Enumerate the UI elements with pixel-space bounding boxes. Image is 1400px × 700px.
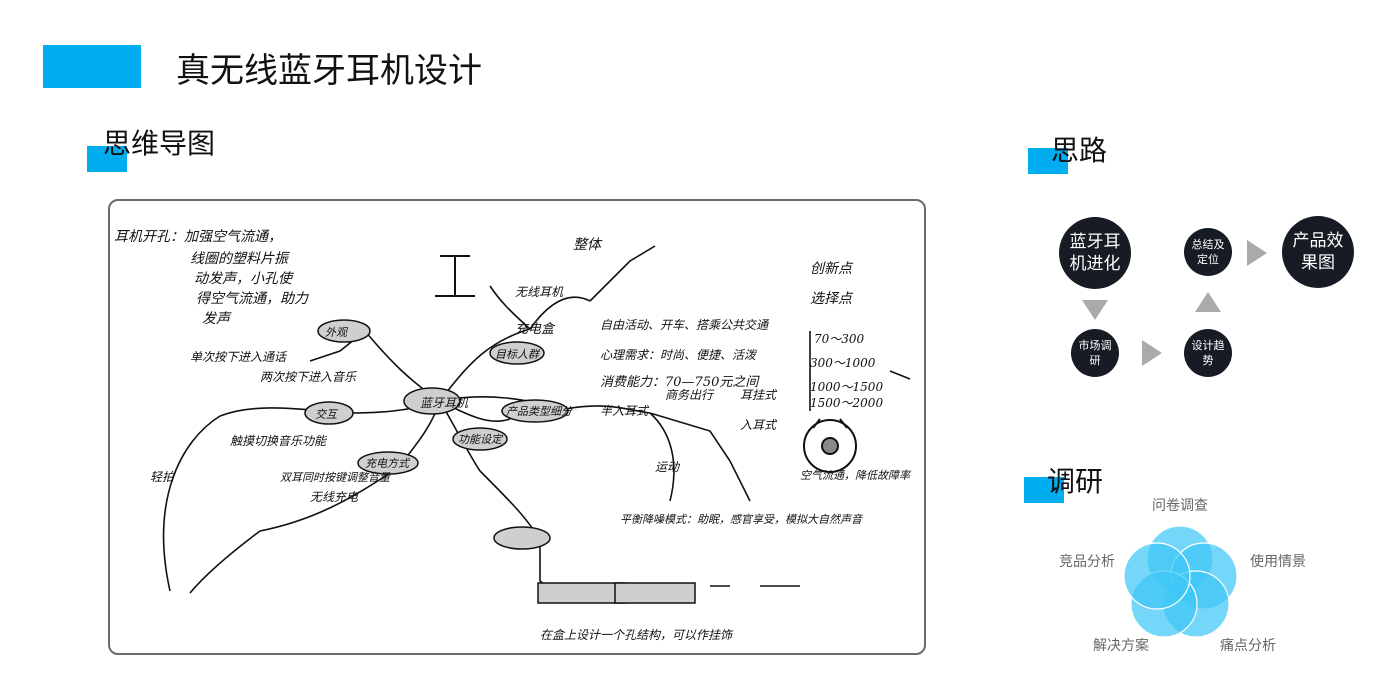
mindmap-note-ear-hole-3: 动发声，小孔使: [194, 271, 295, 287]
mindmap-note-charge: 充电盒: [515, 322, 556, 337]
mindmap-note-wireless: 无线耳机: [515, 285, 564, 299]
mindmap-note-range3: 1000～1500: [810, 380, 883, 394]
mindmap-sketch: 耳机开孔：加强空气流通， 线圈的塑料片振 动发声，小孔使 得空气流通，助力 发声…: [108, 199, 926, 655]
arrow-down-icon: [1082, 300, 1108, 320]
venn-label-competitor: 竞品分析: [1059, 551, 1115, 571]
page-title: 真无线蓝牙耳机设计: [176, 48, 482, 94]
mindmap-note-bottom: 在盒上设计一个孔结构，可以作挂饰: [540, 628, 734, 642]
mindmap-note-ear-hole-1: 耳机开孔：加强空气流通，: [114, 229, 282, 245]
flow-node-summary: 总结及定位: [1184, 228, 1232, 276]
mindmap-note-semi-in: 半入耳式: [600, 404, 650, 418]
mindmap-node-charge-mode: 充电方式: [365, 457, 411, 470]
mindmap-node-product-type: 产品类型细分: [506, 405, 573, 418]
title-accent-bar: [43, 45, 141, 88]
mindmap-note-selection: 选择点: [810, 291, 854, 307]
mindmap-heading: 思维导图: [103, 127, 215, 161]
mindmap-note-single-press: 单次按下进入通话: [190, 350, 288, 364]
flow-node-product: 产品效果图: [1282, 216, 1354, 288]
mindmap-note-ear-hole-2: 线圈的塑料片振: [190, 251, 290, 267]
mindmap-note-range2: 300～1000: [810, 356, 876, 370]
mindmap-node-target: 目标人群: [495, 348, 541, 361]
mindmap-note-activity: 自由活动、开车、搭乘公共交通: [600, 318, 770, 332]
mindmap-note-business: 商务出行: [665, 388, 715, 402]
venn-label-questionnaire: 问卷调查: [1152, 495, 1208, 515]
research-heading: 调研: [1047, 465, 1103, 499]
mindmap-note-sport: 运动: [655, 460, 681, 474]
mindmap-center: 蓝牙耳机: [420, 396, 469, 410]
venn-label-pain: 痛点分析: [1220, 635, 1276, 655]
mindmap-note-feature-side: 平衡降噪模式：助眠，感官享受，模拟大自然声音: [620, 513, 863, 526]
mindmap-note-innovation: 创新点: [810, 261, 854, 277]
mindmap-node-interaction: 交互: [315, 408, 339, 421]
thinking-heading: 思路: [1051, 134, 1107, 168]
flow-node-research: 市场调研: [1071, 329, 1119, 377]
mindmap-node-function: 功能设定: [458, 433, 504, 446]
research-venn: [1120, 515, 1240, 640]
mindmap-note-psych: 心理需求：时尚、便捷、活泼: [600, 348, 758, 362]
mindmap-note-range4: 1500～2000: [810, 396, 883, 410]
venn-circle-competitor: [1124, 543, 1190, 609]
flow-node-trend: 设计趋势: [1184, 329, 1232, 377]
venn-label-solution: 解决方案: [1093, 635, 1149, 655]
mindmap-note-double: 双耳同时按键调整音量: [280, 471, 391, 484]
mindmap-note-tidy: 整体: [573, 237, 603, 253]
mindmap-note-wireless-charge: 无线充电: [310, 490, 359, 504]
mindmap-note-tap: 轻拍: [150, 470, 175, 484]
mindmap-node-shape: 外观: [325, 326, 349, 339]
arrow-right-icon: [1142, 340, 1162, 366]
mindmap-note-ear-hole-5: 发声: [202, 311, 232, 327]
mindmap-note-ear-hook: 耳挂式: [740, 388, 778, 402]
flow-node-evolution: 蓝牙耳机进化: [1059, 217, 1131, 289]
venn-label-scenario: 使用情景: [1250, 551, 1306, 571]
mindmap-drawing: 耳机开孔：加强空气流通， 线圈的塑料片振 动发声，小孔使 得空气流通，助力 发声…: [110, 201, 924, 653]
mindmap-note-ear-hole-4: 得空气流通，助力: [196, 291, 309, 307]
mindmap-note-range1: 70～300: [814, 332, 865, 346]
arrow-right-icon: [1247, 240, 1267, 266]
arrow-up-icon: [1195, 292, 1221, 312]
mindmap-note-double-press: 两次按下进入音乐: [260, 370, 357, 384]
mindmap-note-touch: 触摸切换音乐功能: [230, 434, 328, 448]
mindmap-note-hall: 空气流通，降低故障率: [800, 469, 912, 482]
mindmap-note-in-ear: 入耳式: [740, 418, 778, 432]
